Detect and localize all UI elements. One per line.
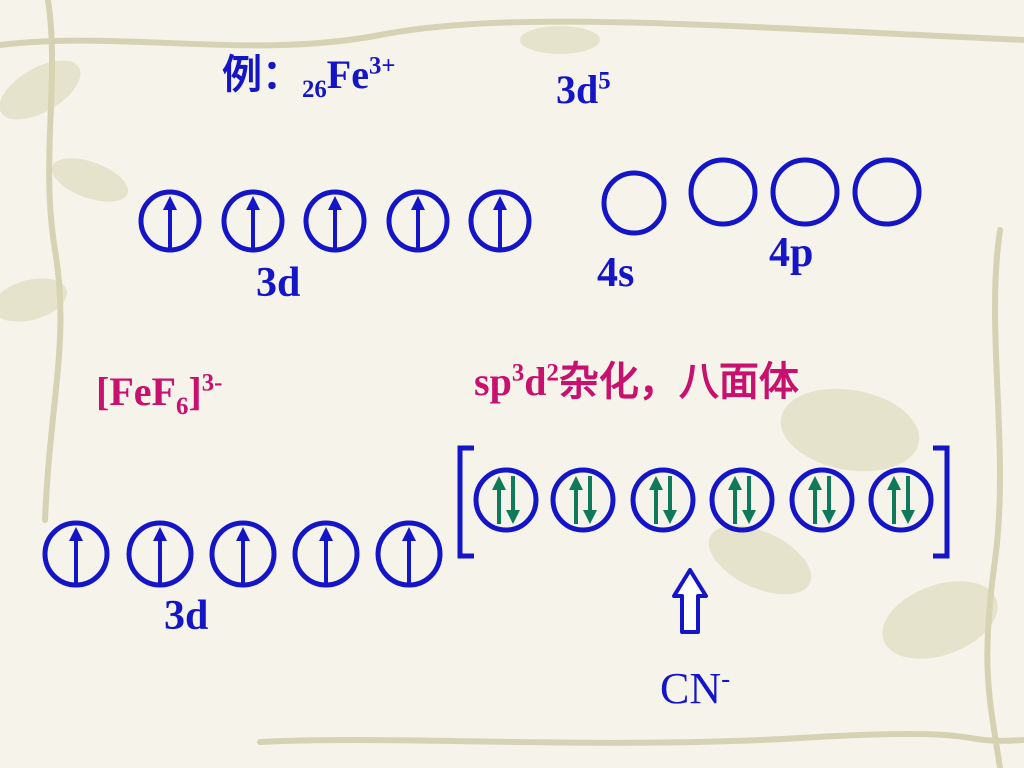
row1-4s-orbital [601,170,667,236]
hybrid-orbital-5-down-arrow-head [822,510,836,524]
ligand-label: CN- [660,664,730,713]
row1-3d-orbital-2-up-arrow-head [246,196,260,210]
row2-3d-orbital-2-up-arrow-head [153,527,167,541]
row1-3d-orbital-1-up-arrow-head [163,196,177,210]
hybrid-orbital-2-up-arrow-head [569,476,583,490]
complex-formula: [FeF6]3- [96,369,223,419]
left-bracket [457,445,474,559]
ligand-charge: - [721,663,731,694]
row1-3d-orbital-4-up-arrow-head [411,196,425,210]
complex-subscript: 6 [175,393,189,420]
ion-charge: 3+ [368,52,396,80]
row1-4p-label: 4p [769,230,814,276]
hybrid-orbital-6-down-arrow-head [901,510,915,524]
row2-3d-orbital-4-up-arrow-head [319,527,333,541]
hybrid-orbital-1-down-arrow-head [506,510,520,524]
hybrid-orbital-3-down-arrow-head [663,510,677,524]
row2-3d-orbital-3-up-arrow-head [236,527,250,541]
complex-charge: 3- [201,369,223,397]
hybrid-d: d [524,359,547,404]
complex-close: ] [188,369,202,414]
atomic-number: 26 [302,76,327,103]
element-symbol: Fe [326,52,369,97]
row1-4p-orbital-3 [852,157,922,227]
hybrid-exp1: 3 [511,359,525,387]
config-base: 3d [556,67,599,112]
hybrid-orbital-1 [473,467,539,533]
example-formula: 例：26Fe3+ [222,52,396,102]
row1-3d-label: 3d [256,260,301,306]
hybrid-orbital-5 [789,467,855,533]
ligand-name: CN [660,664,722,713]
complex-open: [FeF [96,369,176,414]
hybrid-orbital-1-up-arrow-head [492,476,506,490]
hybrid-orbital-4-up-arrow-head [728,476,742,490]
row2-3d-orbital-1-up-arrow-head [69,527,83,541]
row1-4p-orbital-2 [770,157,840,227]
example-prefix: 例： [222,52,302,97]
hybrid-orbital-6-up-arrow-head [887,476,901,490]
hybrid-orbital-3-up-arrow-head [649,476,663,490]
row1-4p-orbital-1 [688,157,758,227]
electron-config: 3d5 [556,67,611,112]
hybridization-label: sp3d2杂化，八面体 [474,359,799,404]
row1-3d-orbital-3-up-arrow-head [328,196,342,210]
right-bracket [933,445,950,559]
hybrid-sp: sp [474,359,512,404]
hybrid-orbital-2 [550,467,616,533]
hybrid-orbital-2-down-arrow-head [583,510,597,524]
row2-3d-orbital-5-up-arrow-head [402,527,416,541]
hybrid-exp2: 2 [546,359,559,387]
row1-3d-orbital-5-up-arrow-head [493,196,507,210]
hybrid-orbital-3 [630,467,696,533]
donation-arrow-icon [672,568,708,634]
hybrid-text: 杂化，八面体 [558,359,799,404]
hybrid-orbital-6 [868,467,934,533]
row1-4s-label: 4s [597,250,635,296]
config-exp: 5 [598,67,611,95]
hybrid-orbital-4 [709,467,775,533]
hybrid-orbital-4-down-arrow-head [742,510,756,524]
hybrid-orbital-5-up-arrow-head [808,476,822,490]
row2-3d-label: 3d [164,593,209,639]
